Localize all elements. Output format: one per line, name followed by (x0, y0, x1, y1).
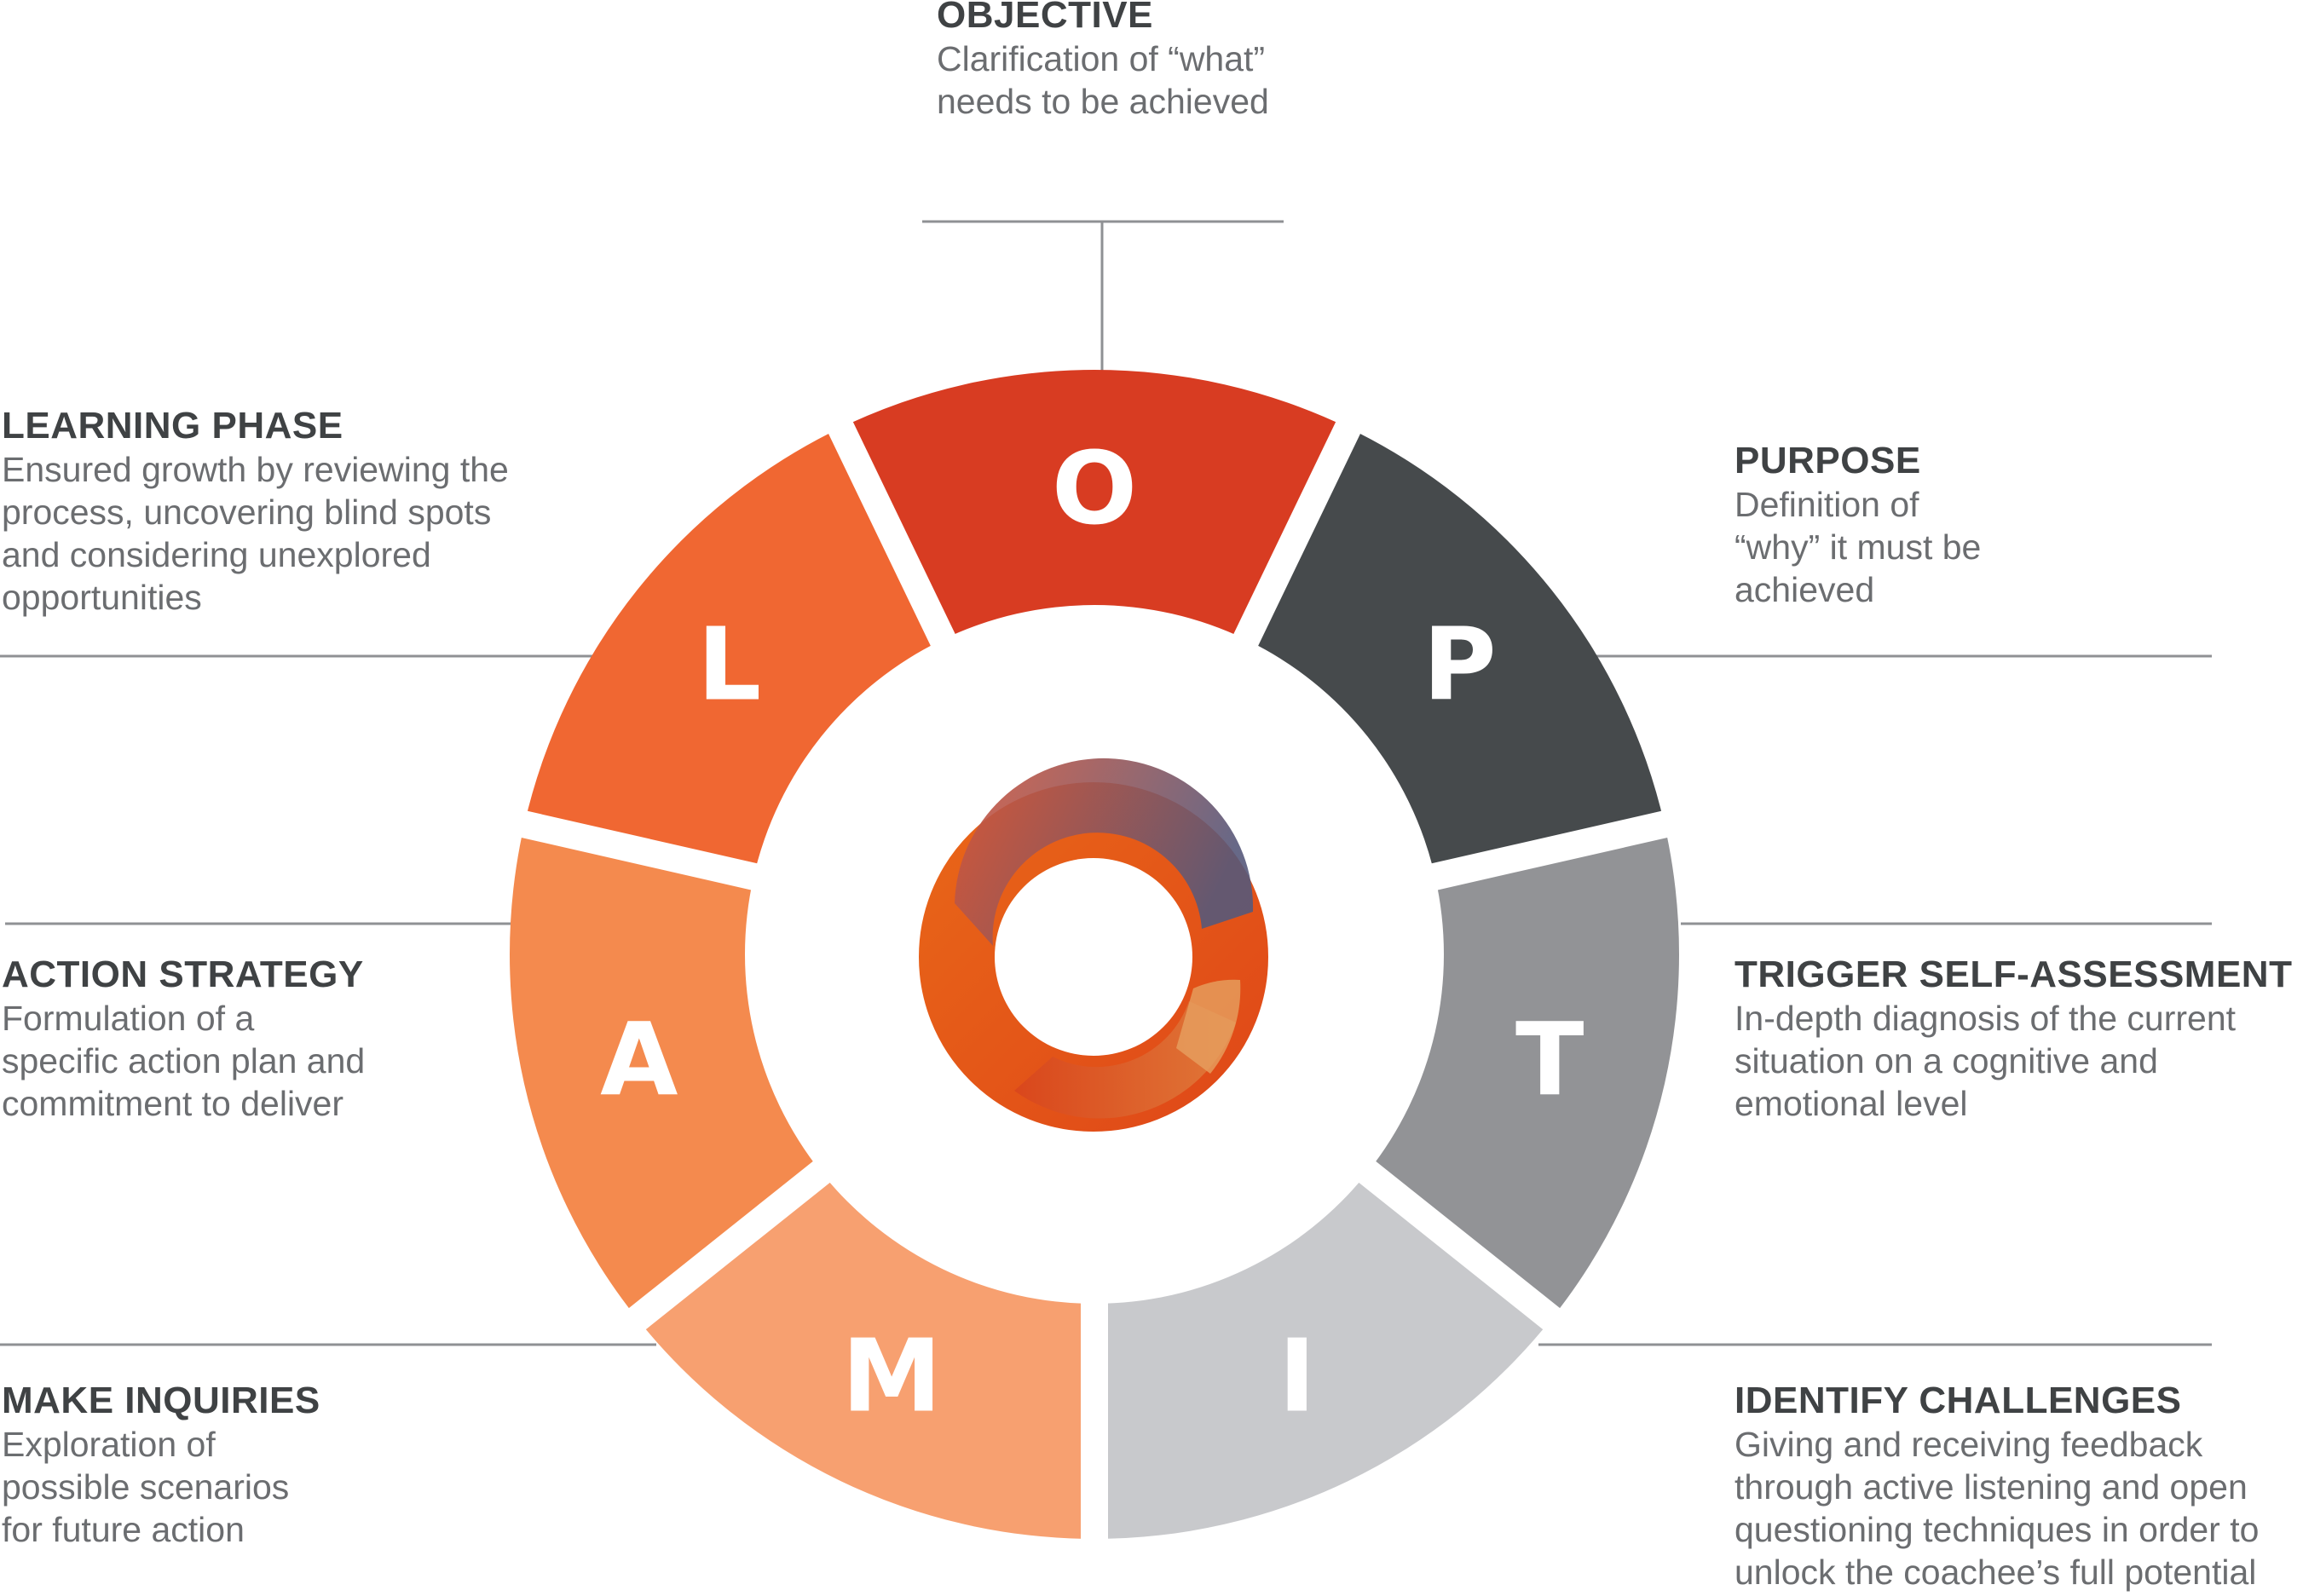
make-title: MAKE INQUIRIES (2, 1380, 320, 1421)
identify-desc-3: questioning techniques in order to (1734, 1510, 2260, 1549)
identify-desc-1: Giving and receiving feedback (1734, 1425, 2203, 1464)
segment-p (1245, 427, 1665, 877)
learning-desc-2: process, uncovering blind spots (2, 493, 492, 532)
learning-desc-3: and considering unexplored (2, 535, 431, 574)
segment-gap (512, 809, 765, 892)
action-title: ACTION STRATEGY (2, 954, 364, 995)
make-desc-2: possible scenarios (2, 1467, 290, 1507)
segment-letter-i: I (1278, 1317, 1316, 1435)
segment-letter-a: A (600, 1000, 678, 1118)
label-objective: OBJECTIVE Clarification of “what” needs … (937, 0, 1269, 123)
label-action: ACTION STRATEGY Formulation of a specifi… (2, 953, 365, 1125)
logo-arc-top (955, 758, 1254, 946)
segment-gap (1423, 809, 1677, 892)
objective-title: OBJECTIVE (937, 0, 1153, 36)
segment-letter-l: L (697, 605, 761, 723)
segment-gap (621, 1155, 837, 1335)
segment-i (1094, 1172, 1552, 1539)
identify-title: IDENTIFY CHALLENGES (1734, 1380, 2182, 1421)
objective-desc-2: needs to be achieved (937, 82, 1269, 121)
trigger-desc-2: situation on a cognitive and (1734, 1041, 2158, 1080)
action-desc-2: specific action plan and (2, 1041, 366, 1080)
trigger-desc-1: In-depth diagnosis of the current (1734, 999, 2237, 1038)
label-learning: LEARNING PHASE Ensured growth by reviewi… (2, 404, 509, 619)
label-purpose: PURPOSE Definition of “why” it must be a… (1734, 439, 1981, 611)
trigger-desc-3: emotional level (1734, 1084, 1968, 1123)
logo-arc-right (1176, 979, 1241, 1074)
connector-lines (0, 220, 2212, 1346)
label-trigger: TRIGGER SELF-ASSESSMENT In-depth diagnos… (1734, 953, 2292, 1125)
segment-l (524, 427, 944, 877)
segment-letter-p: P (1423, 605, 1496, 723)
purpose-desc-2: “why” it must be (1734, 527, 1982, 567)
segment-letter-t: T (1515, 1000, 1584, 1118)
make-desc-3: for future action (2, 1510, 245, 1549)
segment-letter-o: O (1052, 429, 1137, 547)
learning-desc-4: opportunities (2, 578, 202, 617)
center-logo (919, 758, 1268, 1132)
purpose-desc-3: achieved (1734, 570, 1875, 609)
segment-gaps (512, 413, 1677, 1547)
segment-letters: O P T I M A L (600, 429, 1584, 1435)
segment-gap (1230, 413, 1365, 654)
segment-t (1367, 824, 1679, 1319)
learning-desc-1: Ensured growth by reviewing the (2, 450, 509, 489)
label-make: MAKE INQUIRIES Exploration of possible s… (2, 1379, 320, 1551)
objective-desc-1: Clarification of “what” (937, 39, 1266, 78)
segment-o (840, 369, 1348, 640)
learning-title: LEARNING PHASE (2, 405, 343, 447)
segment-letter-m: M (842, 1317, 942, 1435)
action-desc-3: commitment to deliver (2, 1084, 344, 1123)
segment-gap (824, 413, 959, 654)
identify-desc-4: unlock the coachee’s full potential (1734, 1553, 2257, 1592)
identify-desc-2: through active listening and open (1734, 1467, 2248, 1507)
logo-arc-bottom (1014, 1001, 1236, 1119)
make-desc-1: Exploration of (2, 1425, 216, 1464)
wheel-segments (510, 369, 1679, 1539)
purpose-desc-1: Definition of (1734, 485, 1919, 524)
segment-m (637, 1172, 1094, 1539)
label-identify: IDENTIFY CHALLENGES Giving and receiving… (1734, 1379, 2259, 1593)
action-desc-1: Formulation of a (2, 999, 255, 1038)
logo-hole (995, 858, 1192, 1056)
segment-a (510, 824, 822, 1319)
trigger-title: TRIGGER SELF-ASSESSMENT (1734, 954, 2293, 995)
purpose-title: PURPOSE (1734, 440, 1921, 481)
segment-gap (1352, 1155, 1567, 1335)
